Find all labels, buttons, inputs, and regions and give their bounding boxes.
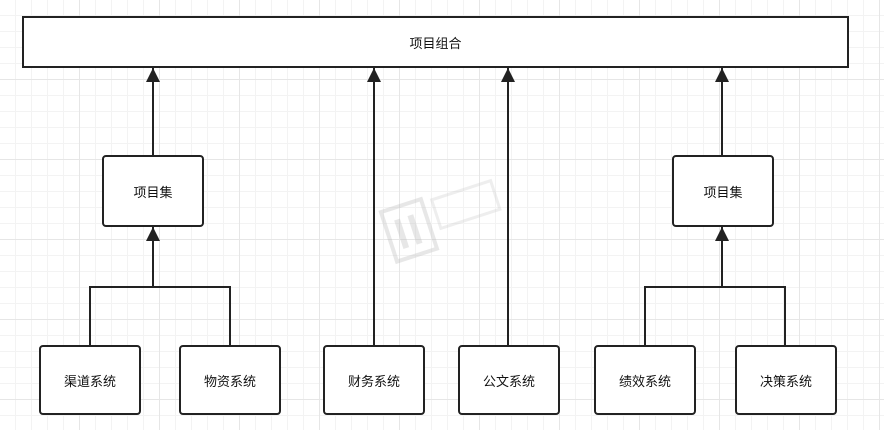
system-box-decision: 决策系统 <box>735 345 837 415</box>
system-box-finance: 财务系统 <box>323 345 425 415</box>
system-box-channel: 渠道系统 <box>39 345 141 415</box>
edge-right-systems-bracket <box>644 286 786 345</box>
program-box-right: 项目集 <box>672 155 774 227</box>
program-label-right: 项目集 <box>703 185 743 201</box>
program-box-left: 项目集 <box>102 155 204 227</box>
system-box-materials: 物资系统 <box>179 345 281 415</box>
watermark-logo <box>373 160 521 276</box>
system-label-channel: 渠道系统 <box>63 374 116 390</box>
system-label-document: 公文系统 <box>482 374 535 390</box>
system-label-performance: 绩效系统 <box>618 374 671 390</box>
edge-left-systems-bracket <box>89 286 231 345</box>
program-label-left: 项目集 <box>133 185 173 201</box>
system-box-document: 公文系统 <box>458 345 560 415</box>
portfolio-box: 项目组合 <box>22 16 849 68</box>
portfolio-label: 项目组合 <box>409 36 462 52</box>
system-label-finance: 财务系统 <box>347 374 400 390</box>
system-label-materials: 物资系统 <box>203 374 256 390</box>
system-box-performance: 绩效系统 <box>594 345 696 415</box>
system-label-decision: 决策系统 <box>759 374 812 390</box>
